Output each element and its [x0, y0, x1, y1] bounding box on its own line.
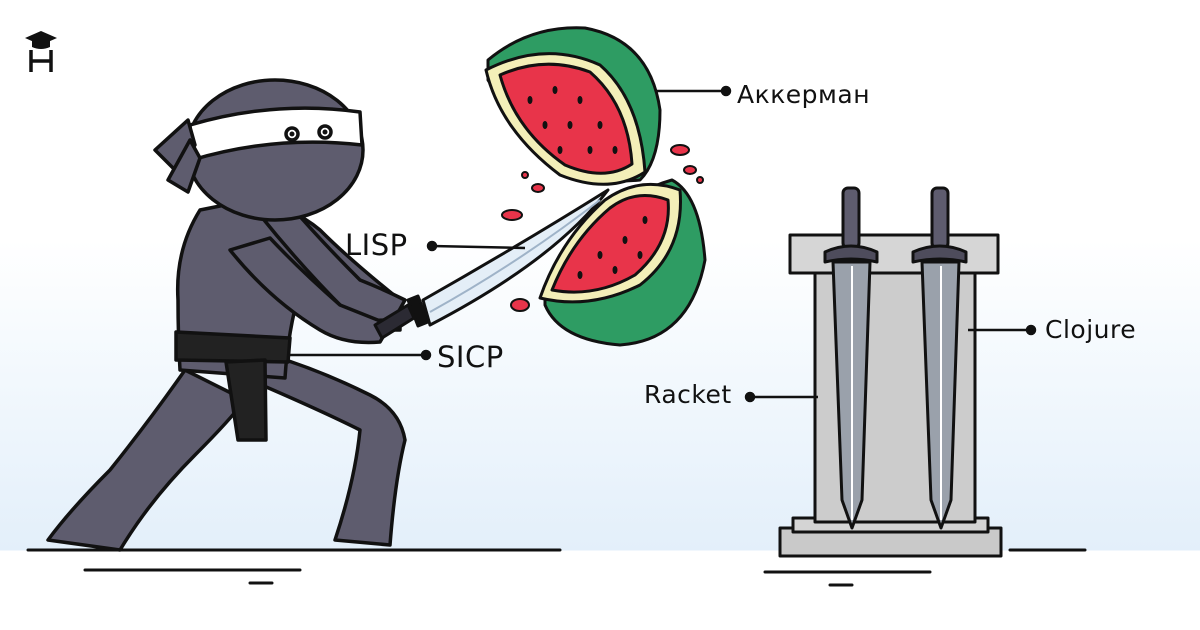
- label-lisp: LISP: [345, 228, 408, 262]
- label-ackermann: Аккерман: [737, 80, 871, 109]
- hexlet-logo-icon: [25, 31, 57, 72]
- label-racket: Racket: [644, 380, 732, 409]
- watermelon-upper: [484, 26, 662, 186]
- ninja: [46, 78, 407, 552]
- label-sicp: SICP: [437, 340, 504, 374]
- label-clojure: Clojure: [1045, 315, 1137, 344]
- juice-splashes: [501, 144, 704, 312]
- watermelon-lower: [538, 178, 707, 347]
- katana: [373, 188, 610, 340]
- sword-racket: [823, 186, 879, 530]
- leader-lines: [290, 85, 1037, 403]
- sword-stand: [778, 233, 1003, 558]
- sword-clojure: [911, 186, 968, 530]
